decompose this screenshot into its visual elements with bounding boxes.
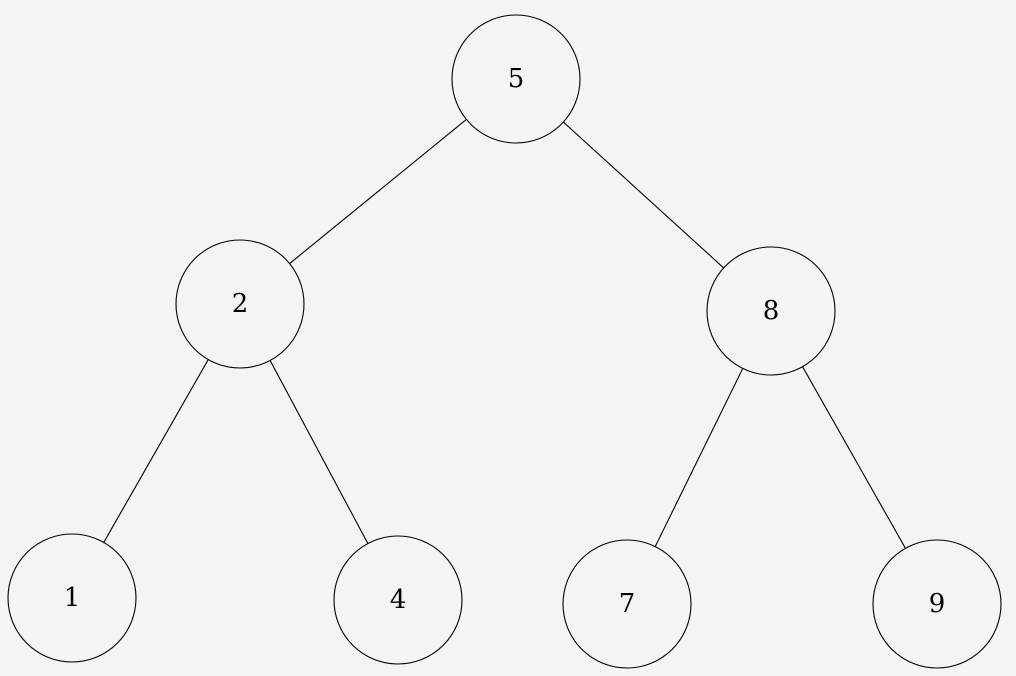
node-layer: 5 2 8 1 4 7 9: [7, 14, 1002, 669]
node-circle: [872, 539, 1002, 669]
node-label: 7: [619, 589, 636, 619]
node-circle: [333, 535, 463, 665]
node-label: 4: [390, 585, 407, 615]
tree-node-9: 9: [872, 539, 1002, 669]
node-label: 2: [232, 289, 249, 319]
node-circle: [706, 246, 836, 376]
node-circle: [7, 533, 137, 663]
node-label: 8: [763, 296, 780, 326]
edge-8-9: [802, 366, 906, 549]
tree-node-5: 5: [451, 14, 581, 144]
tree-node-2: 2: [175, 239, 305, 369]
node-label: 1: [64, 583, 81, 613]
tree-node-7: 7: [562, 539, 692, 669]
edge-2-4: [269, 360, 369, 544]
node-circle: [562, 539, 692, 669]
edge-2-1: [103, 359, 209, 543]
edge-layer: [103, 119, 906, 549]
node-label: 5: [508, 64, 525, 94]
tree-node-8: 8: [706, 246, 836, 376]
node-circle: [451, 14, 581, 144]
tree-node-1: 1: [7, 533, 137, 663]
node-label: 9: [929, 589, 946, 619]
edge-5-8: [562, 121, 725, 269]
node-circle: [175, 239, 305, 369]
tree-node-4: 4: [333, 535, 463, 665]
edge-5-2: [289, 119, 467, 264]
edge-8-7: [654, 368, 744, 547]
